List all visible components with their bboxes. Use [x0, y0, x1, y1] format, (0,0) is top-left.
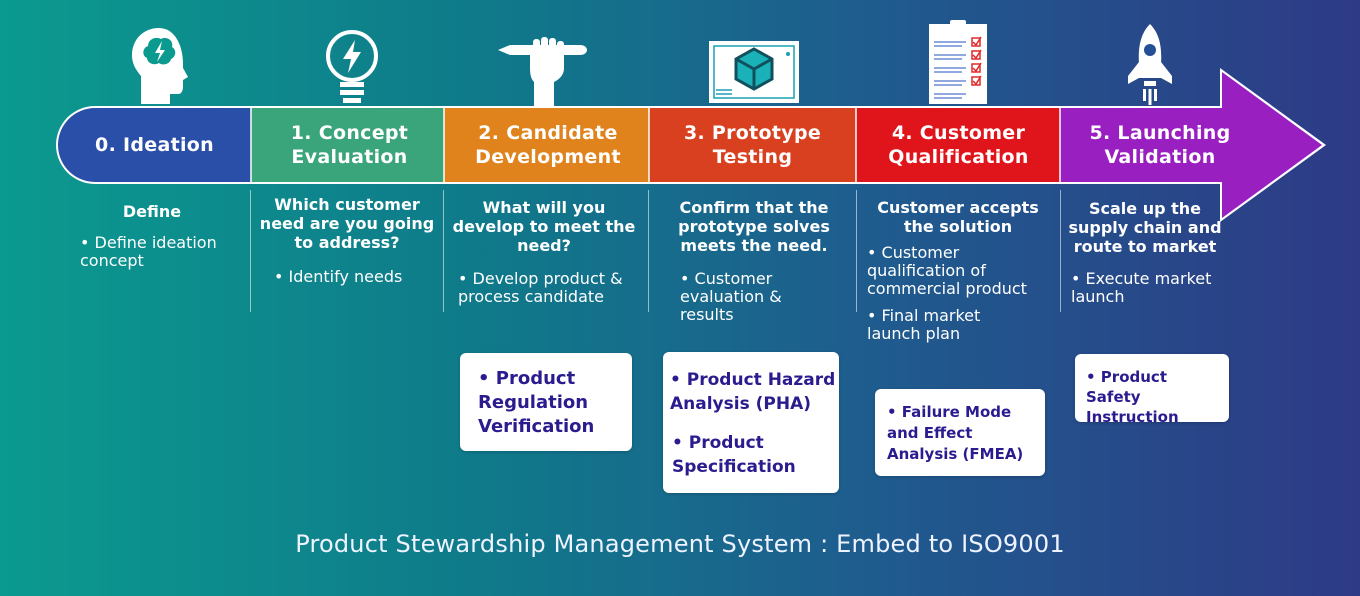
- hand-pen-icon: [498, 37, 587, 106]
- checklist-icon: [929, 20, 987, 104]
- card-item: • Product Regulation Verification: [478, 368, 595, 437]
- stage-label-concept: 1. Concept Evaluation: [290, 122, 409, 168]
- card-product-regulation: • Product Regulation Verification: [460, 353, 632, 451]
- column-divider: [856, 190, 857, 312]
- footer-caption: Product Stewardship Management System : …: [295, 530, 1065, 558]
- column-bullet: • Execute market launch: [1071, 269, 1212, 306]
- card-prototype-items: • Product Hazard Analysis (PHA) • Produc…: [663, 352, 839, 493]
- card-fmea: • Failure Mode and Effect Analysis (FMEA…: [875, 389, 1045, 476]
- column-divider: [443, 190, 444, 312]
- brain-head-icon: [132, 28, 188, 104]
- card-item: • Failure Mode and Effect Analysis (FMEA…: [887, 403, 1024, 463]
- stage-label-customer: 4. Customer Qualification: [888, 122, 1029, 168]
- column-bullet: • Customer qualification of commercial p…: [867, 243, 1027, 298]
- column-divider: [250, 190, 251, 312]
- column-bullet: • Develop product & process candidate: [458, 269, 623, 306]
- card-item: • Product Hazard Analysis (PHA): [670, 370, 836, 414]
- column-title-ideation: Define: [122, 202, 182, 221]
- rocket-icon: [1128, 24, 1172, 105]
- column-divider: [1060, 190, 1061, 312]
- card-item: • Product Specification: [672, 433, 796, 477]
- stage-label-ideation: 0. Ideation: [95, 134, 214, 156]
- card-product-safety: • Product Safety Instruction: [1075, 354, 1229, 426]
- column-bullet: • Define ideation concept: [80, 233, 217, 270]
- column-bullet: • Final market launch plan: [867, 306, 981, 343]
- column-divider: [648, 190, 649, 312]
- cube-monitor-icon: [709, 41, 799, 103]
- column-title-candidate: What will you develop to meet the need?: [452, 198, 636, 255]
- stage-label-prototype: 3. Prototype Testing: [683, 122, 822, 168]
- card-item: • Product Safety Instruction: [1086, 368, 1179, 426]
- column-title-launch: Scale up the supply chain and route to m…: [1068, 199, 1222, 256]
- column-title-prototype: Confirm that the prototype solves meets …: [678, 198, 830, 255]
- column-bullet: • Identify needs: [274, 267, 403, 286]
- column-bullet: • Customer evaluation & results: [680, 269, 782, 324]
- stage-label-candidate: 2. Candidate Development: [475, 122, 621, 168]
- column-title-concept: Which customer need are you going to add…: [259, 195, 435, 252]
- column-title-customer: Customer accepts the solution: [877, 198, 1039, 236]
- stage-label-launch: 5. Launching Validation: [1089, 122, 1231, 168]
- lightbulb-icon: [326, 30, 378, 103]
